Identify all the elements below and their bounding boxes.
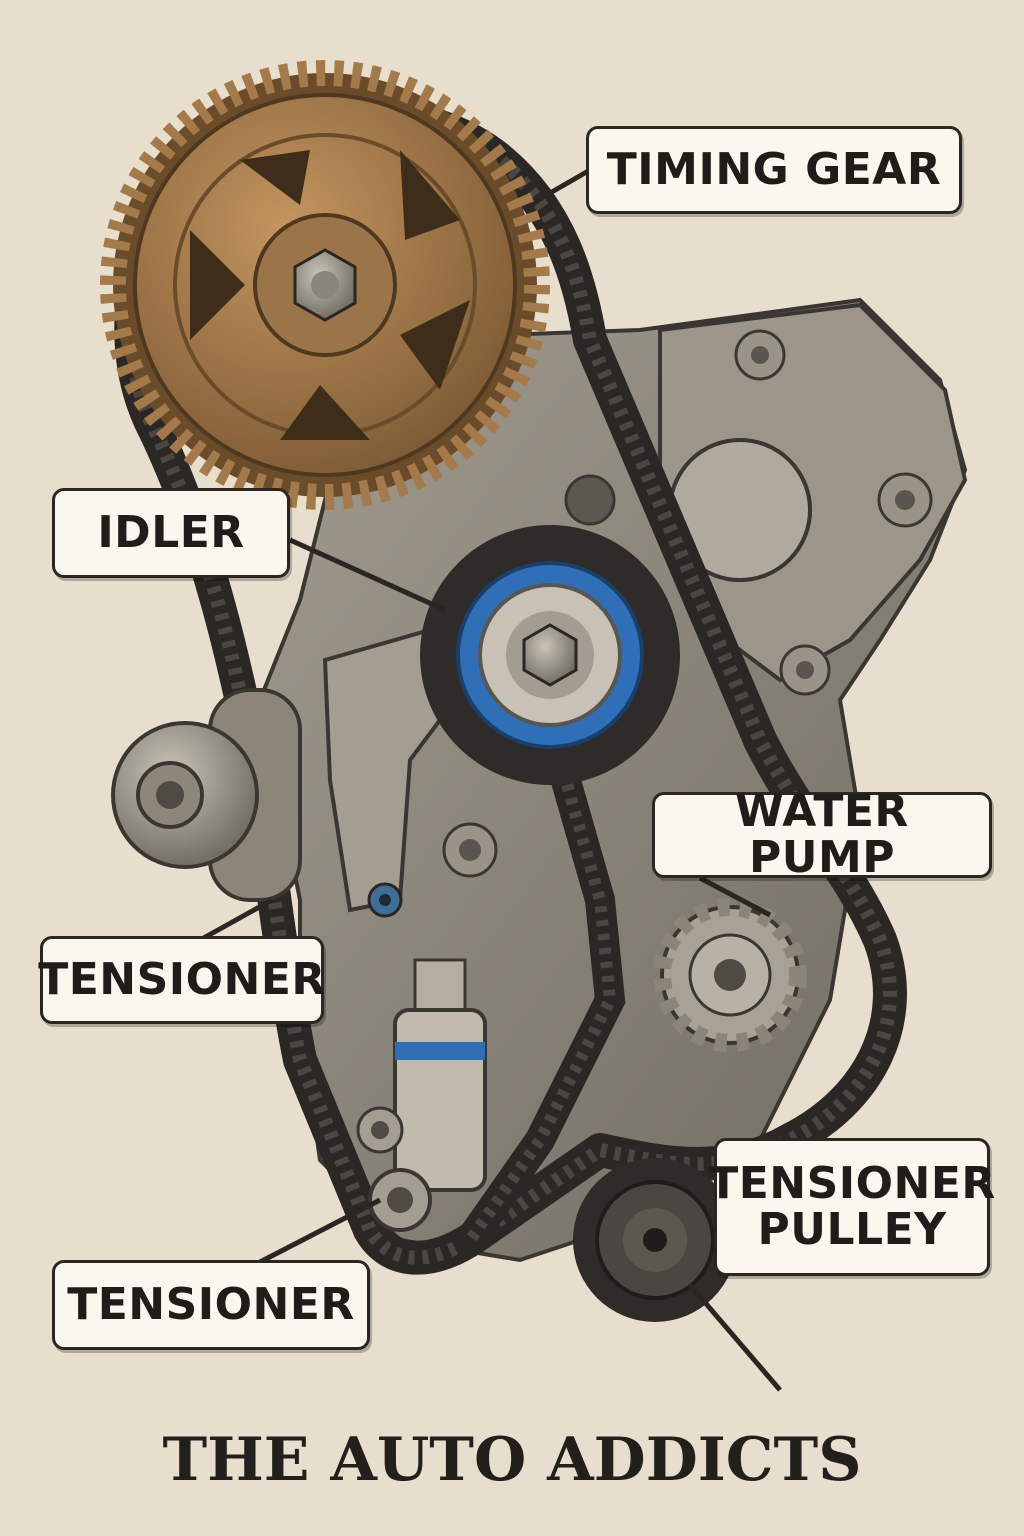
tensioner-label-lower: TENSIONER: [52, 1260, 370, 1350]
timing-gear-icon: [100, 60, 550, 510]
tensioner-pulley-label-line2: PULLEY: [757, 1204, 947, 1255]
brand-title: THE AUTO ADDICTS: [162, 1425, 862, 1495]
tensioner-lower-label-text: TENSIONER: [67, 1278, 355, 1330]
tensioner-pulley-label: TENSIONER PULLEY: [708, 1138, 995, 1276]
water-pump-label-text: WATER PUMP: [735, 785, 909, 883]
tensioner-pulley-lower-icon: [573, 1158, 737, 1322]
hydraulic-tensioner-icon: [356, 958, 487, 1232]
timing-gear-label-text: TIMING GEAR: [606, 143, 942, 195]
tensioner-label-upper: TENSIONER: [38, 936, 326, 1024]
water-pump-gear-icon: [653, 898, 807, 1052]
timing-gear-label: TIMING GEAR: [586, 126, 962, 214]
tensioner-pulley-icon: [111, 688, 302, 902]
idler-pulley-icon: [420, 525, 680, 785]
idler-label: IDLER: [52, 488, 290, 578]
tensioner-upper-label-text: TENSIONER: [38, 953, 326, 1005]
tensioner-pulley-label-line1: TENSIONER: [708, 1157, 996, 1209]
idler-label-text: IDLER: [97, 506, 245, 558]
leader-lines: [198, 167, 782, 1392]
water-pump-label: WATER PUMP: [652, 785, 992, 883]
